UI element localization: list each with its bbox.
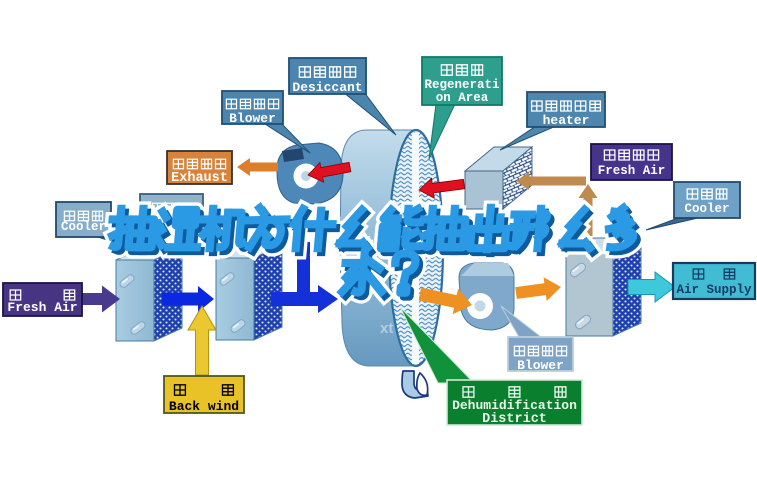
svg-text:Exhaust: Exhaust	[171, 171, 228, 186]
svg-text:Air Supply: Air Supply	[676, 283, 752, 297]
svg-text:Regenerati: Regenerati	[424, 78, 499, 92]
svg-text:Dehumidification: Dehumidification	[452, 398, 577, 413]
svg-text:Cooler: Cooler	[684, 202, 729, 216]
svg-text:Fresh Air: Fresh Air	[7, 300, 77, 315]
svg-text:on Area: on Area	[436, 91, 489, 105]
svg-text:Desiccant: Desiccant	[292, 80, 362, 95]
svg-text:heater: heater	[543, 113, 590, 128]
svg-text:Fresh Air: Fresh Air	[598, 164, 666, 178]
svg-text:Blower: Blower	[229, 111, 276, 126]
svg-text:Blower: Blower	[517, 358, 564, 373]
svg-text:Back wind: Back wind	[169, 399, 239, 414]
svg-text:District: District	[482, 412, 547, 427]
svg-text:xt: xt	[380, 320, 393, 337]
svg-text:Cooler: Cooler	[61, 220, 106, 234]
